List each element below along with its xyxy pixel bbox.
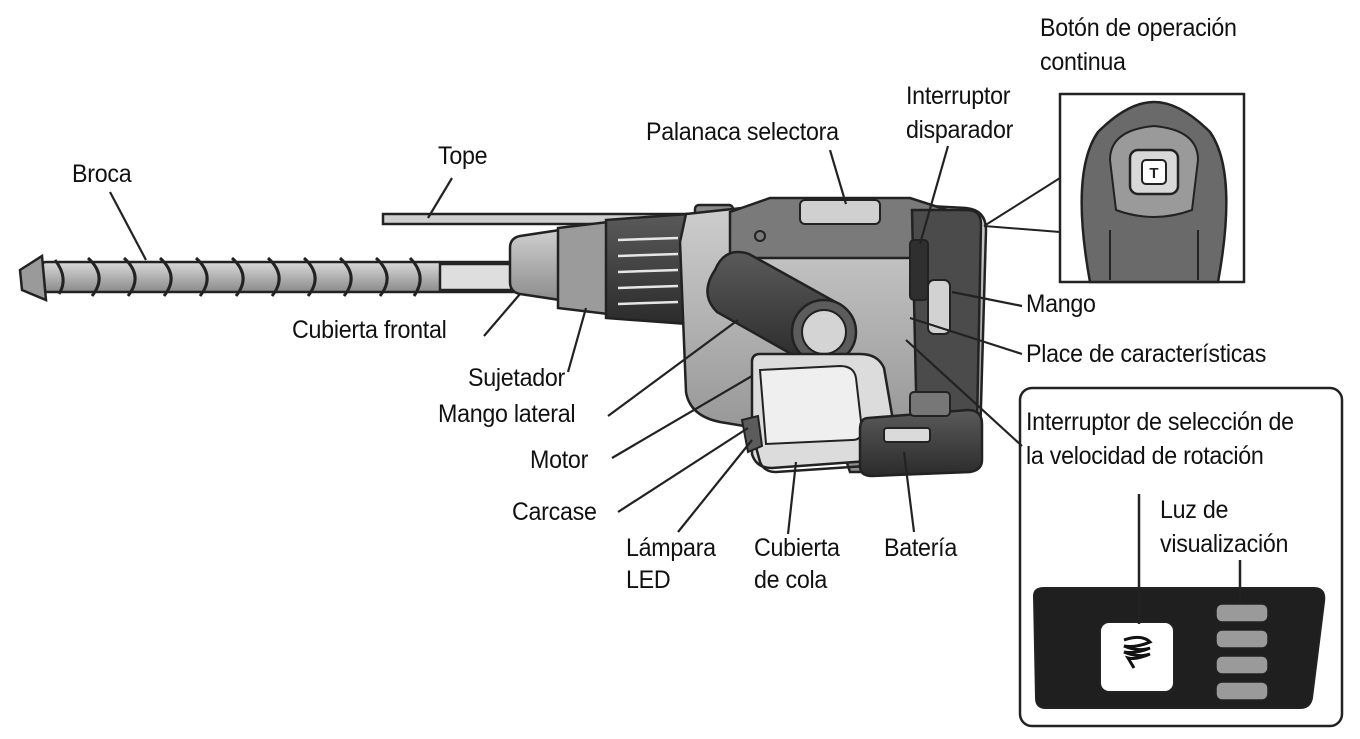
label-luz-visualizacion-line2: visualización [1160,530,1289,558]
inset-speed-panel [1018,386,1344,728]
label-interruptor-disparador-line1: Interruptor [906,82,1011,110]
label-boton-operacion-line1: Botón de operación [1040,14,1237,42]
label-luz-visualizacion-line1: Luz de [1160,496,1229,524]
label-interruptor-seleccion-line1: Interruptor de selección de [1026,408,1294,436]
label-mango: Mango [1026,290,1096,318]
display-light-bars [1215,603,1269,701]
drill-bit [18,253,522,302]
label-placa-caracteristicas: Place de características [1026,340,1267,368]
label-sujetador: Sujetador [468,364,566,392]
svg-text:T: T [1149,165,1158,182]
label-lampara-led-line2: LED [626,566,671,594]
label-broca: Broca [72,160,132,188]
label-interruptor-disparador-line2: disparador [906,116,1014,144]
leader-lines [109,145,1023,535]
label-cubierta-cola-line2: de cola [754,566,828,594]
label-motor: Motor [530,446,589,474]
label-bateria: Batería [884,534,958,562]
label-cubierta-frontal: Cubierta frontal [292,316,447,344]
label-boton-operacion-line2: continua [1040,48,1126,76]
side-handle [706,250,858,366]
label-mango-lateral: Mango lateral [438,400,576,428]
front-cover-and-holder [508,212,690,326]
label-palanca-selectora: Palanaca selectora [646,118,839,146]
label-tope: Tope [438,142,488,170]
continuous-operation-icon [1141,159,1167,185]
label-carcase: Carcase [512,498,597,526]
label-cubierta-cola-line1: Cubierta [754,534,840,562]
inset-continuous-button: T [983,92,1246,284]
label-lampara-led-line1: Lámpara [626,534,716,562]
label-interruptor-seleccion-line2: la velocidad de rotación [1026,442,1264,470]
battery-pack [858,391,984,478]
